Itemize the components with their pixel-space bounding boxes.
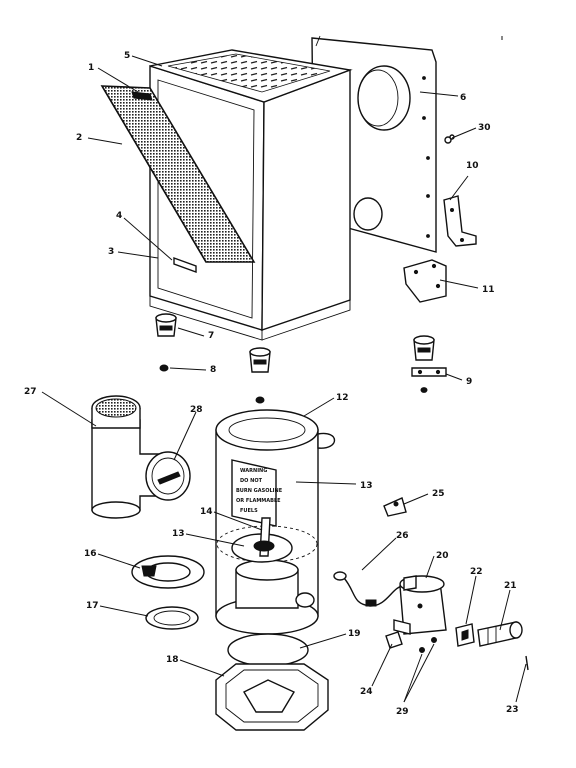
screw-center <box>255 396 265 404</box>
callout-27: 27 <box>24 387 37 397</box>
burner-assembly <box>231 517 293 563</box>
control-valve <box>393 575 447 635</box>
wire-harness <box>333 571 405 607</box>
sticker-line-5: FUELS <box>240 508 258 514</box>
part-24 <box>385 631 403 649</box>
callout-16: 16 <box>84 549 97 559</box>
callout-19: 19 <box>348 629 361 639</box>
callout-14-inner: 14 <box>200 507 213 517</box>
warning-sticker: WARNING DO NOT BURN GASOLINE OR FLAMMABL… <box>231 459 283 527</box>
sticker-line-2: DO NOT <box>240 478 263 484</box>
callout-26: 26 <box>396 531 409 541</box>
callout-6: 6 <box>460 93 466 103</box>
flue-tee <box>91 395 163 519</box>
screws-29 <box>419 637 437 653</box>
callout-7: 7 <box>208 331 214 341</box>
callout-labels: 1 2 3 4 5 6 30 10 11 7 8 9 27 28 12 13 1… <box>24 51 519 717</box>
filter-clip <box>131 91 153 101</box>
callout-20: 20 <box>436 551 449 561</box>
callout-1: 1 <box>88 63 94 73</box>
callout-24: 24 <box>360 687 373 697</box>
gasket-22 <box>455 623 475 647</box>
leveling-foot-left <box>155 313 177 337</box>
ring-17 <box>145 606 199 630</box>
ring-16 <box>131 555 205 589</box>
callout-25: 25 <box>432 489 445 499</box>
screw-30 <box>444 136 452 144</box>
callout-28: 28 <box>190 405 203 415</box>
callout-17: 17 <box>86 601 99 611</box>
leveling-foot-center <box>249 347 271 373</box>
sticker-line-1: WARNING <box>240 468 267 474</box>
flue-collar <box>145 451 191 501</box>
callout-3: 3 <box>108 247 114 257</box>
callout-9: 9 <box>466 377 472 387</box>
callout-2: 2 <box>76 133 82 143</box>
callout-8: 8 <box>210 365 216 375</box>
callout-5: 5 <box>124 51 130 61</box>
callout-23: 23 <box>506 705 519 715</box>
screw-8 <box>159 364 169 372</box>
callout-10: 10 <box>466 161 479 171</box>
disc-19 <box>227 633 309 667</box>
callout-11: 11 <box>482 285 495 295</box>
leveling-foot-right <box>413 335 435 361</box>
callout-12: 12 <box>336 393 349 403</box>
callout-18: 18 <box>166 655 179 665</box>
sticker-line-3: BURN GASOLINE <box>236 488 283 494</box>
top-louvers <box>167 53 331 93</box>
foot-bracket-9 <box>411 367 447 393</box>
shaft-21 <box>477 621 523 647</box>
callout-21: 21 <box>504 581 517 591</box>
callout-30-top: 30 <box>478 123 491 133</box>
label-plate <box>173 257 197 273</box>
callout-29: 29 <box>396 707 409 717</box>
base-pan-18 <box>215 663 329 731</box>
callout-13-inner: 13 <box>172 529 185 539</box>
callout-22: 22 <box>470 567 483 577</box>
leader-lines <box>41 55 527 703</box>
part-25 <box>383 497 407 517</box>
sticker-line-4: OR FLAMMABLE <box>236 498 281 504</box>
callout-13-right: 13 <box>360 481 373 491</box>
callout-4: 4 <box>116 211 122 221</box>
bracket-10 <box>443 195 477 247</box>
mounting-plate-11 <box>403 259 447 303</box>
filter-panel <box>100 85 256 263</box>
screw-23 <box>525 655 529 671</box>
